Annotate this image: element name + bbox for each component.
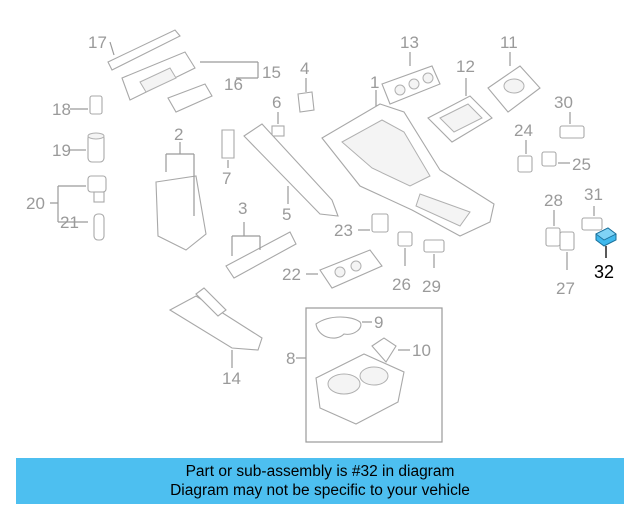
part-5-side-trim <box>243 123 339 217</box>
part-20-socket-assembly <box>87 175 107 203</box>
part-8-group-box <box>305 307 443 443</box>
callout-6: 6 <box>272 93 281 112</box>
callout-25: 25 <box>572 155 591 174</box>
part-12-tray <box>427 95 493 143</box>
callout-19: 19 <box>52 141 71 160</box>
part-16-storage-box <box>167 83 213 113</box>
callout-11: 11 <box>500 33 518 52</box>
part-10-insert <box>371 337 397 363</box>
callout-20: 20 <box>26 194 45 213</box>
callout-27: 27 <box>556 279 575 298</box>
callout-28: 28 <box>544 191 563 210</box>
banner-line-2: Diagram may not be specific to your vehi… <box>170 482 470 499</box>
callout-1: 1 <box>370 73 379 92</box>
parts-diagram: 17 15 16 4 13 12 11 1 18 6 30 19 2 24 7 … <box>26 29 617 443</box>
part-31-switch <box>581 217 603 231</box>
callout-31: 31 <box>584 185 603 204</box>
part-4-clip <box>297 91 315 113</box>
part-14-bracket <box>168 287 263 351</box>
part-22-control-panel <box>319 249 383 289</box>
callout-26: 26 <box>392 275 411 294</box>
callout-4: 4 <box>300 59 309 78</box>
callout-10: 10 <box>412 341 431 360</box>
part-17-trim-strip <box>107 29 181 71</box>
callout-29: 29 <box>422 277 441 296</box>
part-11-shift-boot <box>487 65 541 113</box>
part-21-sleeve <box>93 213 105 241</box>
part-1-center-console <box>321 103 495 237</box>
callout-15: 15 <box>262 63 281 82</box>
callout-17: 17 <box>88 33 107 52</box>
part-9-cup-ring <box>315 316 362 339</box>
part-18-plug <box>89 95 103 115</box>
callout-9: 9 <box>374 313 383 332</box>
part-24-switch <box>517 155 533 173</box>
part-13-switch-panel <box>381 65 441 105</box>
callout-21: 21 <box>60 213 79 232</box>
part-28-switch <box>545 227 561 247</box>
callout-22: 22 <box>282 265 301 284</box>
part-2-bracket <box>155 175 207 251</box>
part-23-knob <box>371 213 389 233</box>
callout-16: 16 <box>224 75 243 94</box>
part-15-tray-assembly <box>121 51 196 101</box>
part-32-highlighted-switch <box>595 227 617 247</box>
part-25-switch <box>541 151 557 167</box>
callout-2: 2 <box>174 125 183 144</box>
callout-7: 7 <box>222 169 231 188</box>
part-26-switch <box>397 231 413 247</box>
part-3-bracket <box>225 231 297 279</box>
part-6-clip <box>271 125 285 137</box>
callout-18: 18 <box>52 100 71 119</box>
banner-line-1: Part or sub-assembly is #32 in diagram <box>185 463 455 480</box>
part-7-panel <box>221 129 235 159</box>
part-29-switch <box>423 239 445 253</box>
callout-24: 24 <box>514 121 533 140</box>
part-27-switch <box>559 231 575 251</box>
callout-8: 8 <box>286 349 295 368</box>
callout-5: 5 <box>282 205 291 224</box>
callout-23: 23 <box>334 221 353 240</box>
callout-13: 13 <box>400 33 419 52</box>
part-30-switch <box>559 125 585 139</box>
part-info-banner: Part or sub-assembly is #32 in diagram D… <box>16 458 624 504</box>
callout-32: 32 <box>594 262 614 282</box>
callout-14: 14 <box>222 369 241 388</box>
callout-30: 30 <box>554 93 573 112</box>
callout-12: 12 <box>456 57 475 76</box>
part-19-socket <box>87 132 105 163</box>
part-8-cupholder <box>315 353 405 425</box>
callout-3: 3 <box>238 199 247 218</box>
